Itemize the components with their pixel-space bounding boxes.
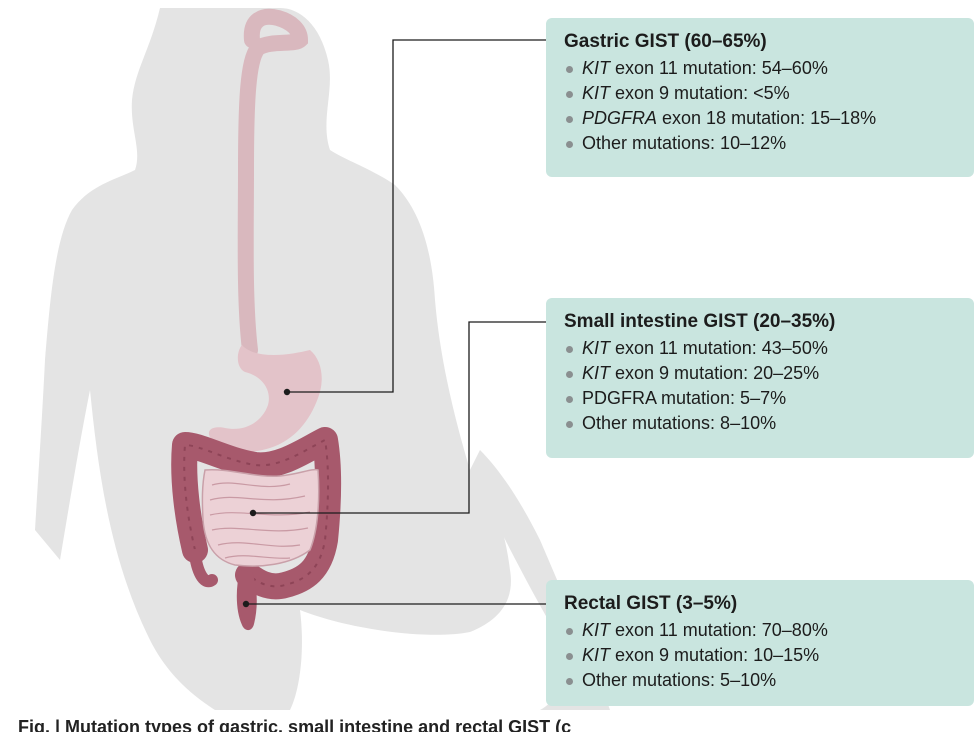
mutation-item: Other mutations: 5–10% <box>564 668 960 693</box>
mutation-list: KIT exon 11 mutation: 70–80% KIT exon 9 … <box>564 618 960 693</box>
mutation-item: KIT exon 11 mutation: 70–80% <box>564 618 960 643</box>
mutation-list: KIT exon 11 mutation: 43–50% KIT exon 9 … <box>564 336 960 436</box>
marker-rectal <box>242 600 250 608</box>
panel-title: Gastric GIST (60–65%) <box>564 31 767 52</box>
large-intestine-texture <box>183 438 330 588</box>
small-intestine-folds <box>209 482 311 559</box>
mutation-item: Other mutations: 8–10% <box>564 411 960 436</box>
marker-gastric <box>283 388 291 396</box>
mutation-list: KIT exon 11 mutation: 54–60% KIT exon 9 … <box>564 56 960 156</box>
mutation-item: KIT exon 9 mutation: <5% <box>564 81 960 106</box>
mutation-item: KIT exon 11 mutation: 43–50% <box>564 336 960 361</box>
mutation-item: Other mutations: 10–12% <box>564 131 960 156</box>
panel-title: Rectal GIST (3–5%) <box>564 593 738 614</box>
figure-caption: Fig. | Mutation types of gastric, small … <box>18 717 572 732</box>
small-intestine <box>201 468 320 567</box>
small-intestine-gist-panel: Small intestine GIST (20–35%) KIT exon 1… <box>546 298 974 458</box>
panel-title: Small intestine GIST (20–35%) <box>564 311 836 332</box>
marker-small-intestine <box>249 509 257 517</box>
mutation-item: PDGFRA mutation: 5–7% <box>564 386 960 411</box>
rectal-gist-panel: Rectal GIST (3–5%) KIT exon 11 mutation:… <box>546 580 974 706</box>
esophagus <box>237 8 309 358</box>
connector-gastric <box>287 39 546 393</box>
mutation-item: KIT exon 9 mutation: 10–15% <box>564 643 960 668</box>
stomach <box>208 345 322 452</box>
appendix <box>189 549 218 588</box>
rectum <box>236 570 257 631</box>
mutation-item: KIT exon 11 mutation: 54–60% <box>564 56 960 81</box>
mutation-item: KIT exon 9 mutation: 20–25% <box>564 361 960 386</box>
mutation-item: PDGFRA exon 18 mutation: 15–18% <box>564 106 960 131</box>
gastric-gist-panel: Gastric GIST (60–65%) KIT exon 11 mutati… <box>546 18 974 177</box>
connector-small-intestine <box>253 321 546 514</box>
